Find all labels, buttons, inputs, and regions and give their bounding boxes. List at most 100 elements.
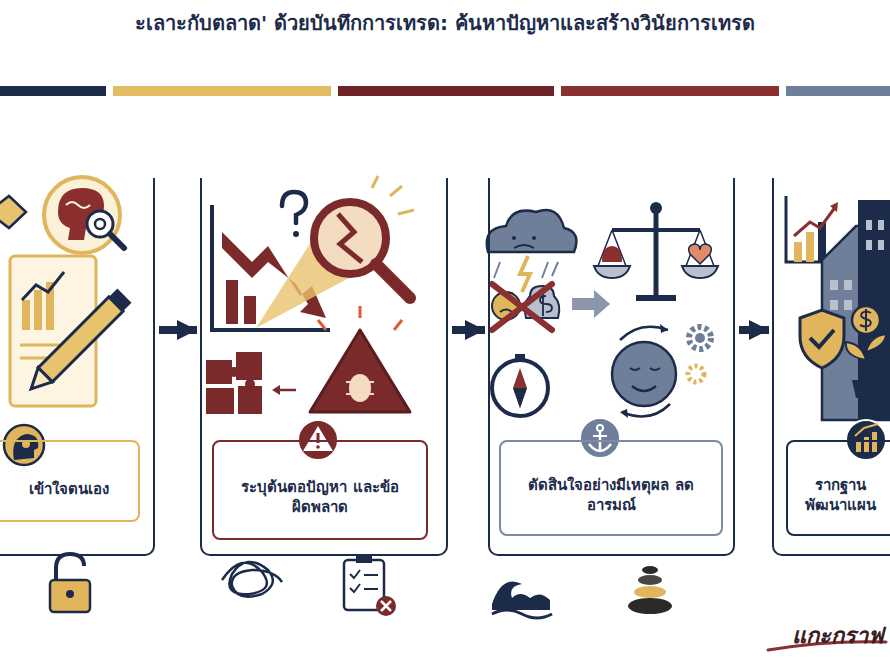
drawing-part-part [318, 320, 326, 330]
drawing-part-part [866, 240, 872, 250]
drawing-part-part [844, 280, 852, 290]
diagram-title: ะเลาะกับตลาด' ด้วยบันทึกการเทรด: ค้นหาปั… [5, 10, 885, 36]
drawing-part-part [346, 381, 374, 383]
head-icon-part [4, 425, 44, 465]
checklist-icon-part [381, 601, 391, 611]
puzzle-icon-part [236, 352, 262, 380]
color-bars [0, 86, 890, 96]
growth-chart-icon-part [830, 202, 838, 212]
checklist-icon-part [350, 570, 360, 592]
bug-warning-icon [310, 306, 410, 412]
wave-icon-part [492, 582, 550, 611]
step-panel: รากฐาน พัฒนาแผน [772, 178, 890, 556]
emotion-cross-icon-part [492, 284, 552, 330]
color-bars-part [113, 86, 331, 96]
money-plant-icon [846, 306, 886, 398]
drawing-part-part [359, 306, 362, 318]
drawing-part-part [866, 220, 872, 230]
diamond-icon-part [0, 196, 26, 228]
small-arrow-icon [272, 385, 296, 395]
pencil-icon [24, 289, 131, 396]
building-icon [822, 200, 890, 420]
step-panel: เข้าใจตนเอง [0, 178, 155, 556]
calm-face-icon-part [688, 366, 704, 382]
storm-cloud-icon-part [487, 210, 577, 252]
color-bars-part [338, 86, 554, 96]
growth-chart-icon-part [806, 232, 814, 262]
label-frame: เข้าใจตนเอง [0, 440, 140, 522]
checklist-icon [344, 555, 396, 616]
checklist-icon-part [356, 555, 372, 563]
growth-badge-icon-part [855, 424, 878, 436]
drawing-part-part [552, 262, 558, 276]
step-panel: ตัดสินใจอย่างมีเหตุผล ลดอารมณ์ [488, 178, 735, 556]
flow-arrow [739, 326, 769, 334]
drawing-part-part [844, 300, 852, 310]
shield-icon-part [810, 330, 834, 347]
puzzle-icon-part [206, 360, 232, 384]
calm-face-icon-part [612, 342, 676, 406]
transition-arrow-icon-part [572, 298, 594, 310]
head-icon-part [13, 434, 38, 460]
scale-icon-part [612, 228, 700, 232]
shield-icon-part [800, 310, 844, 368]
label-frame: ตัดสินใจอย่างมีเหตุผล ลดอารมณ์ [499, 440, 723, 536]
calm-face-icon-part [632, 386, 656, 391]
scale-icon-part [594, 266, 630, 278]
storm-cloud-icon-part [520, 256, 530, 292]
drawing-part-part [542, 262, 548, 278]
stones-icon-part [628, 598, 672, 614]
step-label: รากฐาน พัฒนาแผน [798, 475, 882, 516]
puzzle-icon [206, 352, 262, 414]
bug-warning-icon-part [310, 330, 410, 412]
pencil-icon-part [109, 289, 132, 312]
money-plant-icon-part [846, 334, 886, 360]
mind-icon-part [44, 177, 120, 253]
drawing-part-part [878, 220, 884, 230]
label-frame: รากฐาน พัฒนาแผน [786, 440, 890, 536]
step-panel: ระบุต้นตอปัญหา และข้อผิดพลาด [200, 178, 448, 556]
calm-face-icon-part [689, 327, 711, 349]
lock-icon-part [66, 590, 74, 598]
stones-icon-part [634, 586, 666, 598]
puzzle-icon-part [238, 386, 262, 414]
money-plant-icon-part [852, 380, 880, 398]
anchor-badge-icon-part [593, 435, 607, 437]
checklist-icon-part [376, 596, 396, 616]
storm-cloud-icon-part [514, 245, 534, 248]
growth-chart-icon-part [794, 206, 836, 236]
storm-cloud-icon-part [512, 236, 516, 240]
calm-face-icon-part [630, 368, 660, 370]
scale-icon [594, 202, 718, 298]
wave-icon-part [492, 610, 552, 618]
question-mark-icon-part [282, 192, 306, 223]
calm-face-icon [612, 324, 711, 418]
stones-icon-part [638, 575, 662, 585]
mind-icon-part [95, 219, 105, 229]
question-mark-icon-part [293, 231, 299, 237]
emotion-cross-icon [492, 284, 559, 330]
label-frame: ระบุต้นตอปัญหา และข้อผิดพลาด [212, 440, 428, 540]
growth-badge-icon-part [856, 442, 861, 452]
scale-icon-part [636, 295, 676, 301]
money-plant-icon-part [852, 306, 880, 334]
document-icon-part [34, 290, 42, 330]
step-label: ระบุต้นตอปัญหา และข้อผิดพลาด [235, 477, 405, 518]
warning-badge-icon-part [316, 445, 320, 449]
drawing-part-part [830, 280, 838, 290]
drawing-part-part [830, 300, 838, 310]
stones-icon-part [642, 566, 658, 574]
step-label: เข้าใจตนเอง [29, 479, 109, 499]
anchor-badge-icon-part [597, 425, 603, 431]
growth-chart-icon-part [794, 242, 802, 262]
compass-icon [492, 354, 548, 416]
falling-chart-icon-part [244, 296, 256, 324]
storm-cloud-icon [487, 210, 577, 292]
shield-icon [800, 310, 844, 368]
calm-face-icon-part [622, 404, 670, 417]
compass-icon-part [492, 360, 548, 416]
watermark: แกะกราฟ [792, 618, 884, 653]
mind-icon-part [66, 202, 90, 208]
